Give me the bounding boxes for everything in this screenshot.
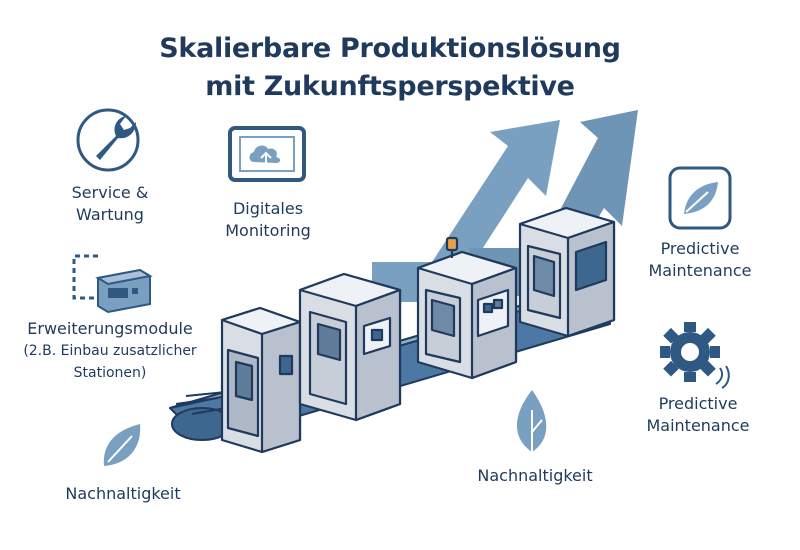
modules-label: Erweiterungsmodule (2.B. Einbau zusatzli… — [6, 318, 214, 384]
monitoring-label-line-2: Monitoring — [225, 221, 311, 240]
predictive-top-label: Predictive Maintenance — [630, 238, 770, 282]
sustain-center-label-text: Nachnaltigkeit — [477, 466, 593, 485]
predictive-bottom-label-line-1: Predictive — [658, 394, 738, 413]
growth-arrow-back — [372, 120, 560, 302]
monitoring-label-line-1: Digitales — [232, 199, 304, 218]
sustain-left-label-text: Nachnaltigkeit — [65, 484, 181, 503]
monitor-cloud-icon — [228, 126, 306, 182]
title-line-1: Skalierbare Produktionslösung — [159, 33, 621, 64]
service-label: Service & Wartung — [50, 182, 170, 226]
expansion-module-icon — [72, 254, 153, 314]
machine-station-4 — [518, 206, 616, 338]
predictive-top-label-line-1: Predictive — [660, 239, 740, 258]
sustain-left-label: Nachnaltigkeit — [48, 483, 198, 505]
leaf-icon-left — [103, 424, 141, 466]
machine-station-2 — [298, 272, 402, 422]
predictive-bottom-label: Predictive Maintenance — [626, 393, 770, 437]
growth-arrow-front — [470, 110, 638, 296]
machine-station-3 — [416, 236, 518, 380]
gear-icon — [660, 322, 730, 389]
wrench-icon — [76, 108, 140, 172]
service-label-line-2: Wartung — [76, 205, 144, 224]
predictive-top-label-line-2: Maintenance — [648, 261, 752, 280]
machine-station-1 — [220, 306, 302, 454]
monitoring-label: Digitales Monitoring — [206, 198, 330, 242]
service-label-line-1: Service & — [71, 183, 149, 202]
leaf-icon-center — [516, 390, 547, 452]
modules-label-line-1: Erweiterungsmodule — [27, 319, 193, 338]
modules-label-line-3: Stationen) — [73, 365, 147, 381]
modules-label-line-2: (2.B. Einbau zusatzlicher — [23, 343, 197, 359]
predictive-bottom-label-line-2: Maintenance — [646, 416, 750, 435]
leaf-icon — [668, 166, 732, 230]
sustain-center-label: Nachnaltigkeit — [460, 465, 610, 487]
page-title: Skalierbare Produktionslösung mit Zukunf… — [0, 30, 800, 106]
title-line-2: mit Zukunftsperspektive — [205, 71, 575, 102]
